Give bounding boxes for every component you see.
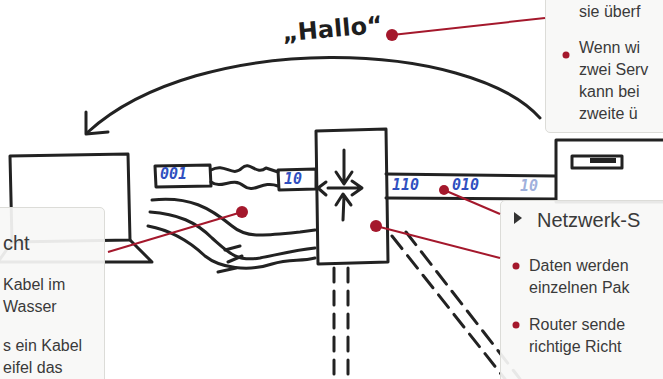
panel-heading: cht (3, 230, 95, 256)
hallo-text: „Hallo“ (281, 12, 384, 47)
leader-line (108, 212, 242, 252)
cable-band (386, 174, 555, 199)
panel-text: sie überf (579, 1, 663, 23)
bit-string: 001 (160, 166, 187, 183)
panel-text: s ein Kabel eifel das (3, 335, 95, 379)
panel-text: Kabel im Wasser (3, 274, 95, 318)
dashed-cable (334, 268, 348, 379)
leader-dot (370, 220, 382, 232)
arrow-head (86, 112, 108, 134)
leader-dot (386, 29, 398, 41)
router-box (316, 129, 388, 264)
wire-frays (218, 246, 242, 272)
message-arrow (88, 57, 540, 132)
leader-dot (439, 185, 449, 195)
cable-band (278, 169, 316, 190)
wire (211, 166, 278, 172)
leader-dot (236, 206, 248, 218)
leader-line (376, 226, 500, 258)
panel-text: Router sende richtige Richt (529, 314, 661, 358)
panel-text: Wenn wi zwei Serv kann bei zweite ü (579, 37, 659, 125)
panel-heading: Netzwerk-S (537, 207, 663, 233)
bit-string: 10 (284, 171, 302, 188)
cable-band (155, 165, 211, 187)
server-slot (572, 156, 622, 168)
bit-string: 110 (392, 177, 419, 194)
note-panel: chtKabel im Wasser s ein Kabel eifel das (0, 207, 105, 379)
note-panel: sie überfWenn wi zwei Serv kann bei zwei… (545, 0, 663, 133)
note-panel: Netzwerk-S Daten werden einzelnen PakRout… (500, 200, 663, 379)
router-arrow (318, 182, 326, 195)
bit-string: 010 (452, 177, 479, 194)
router-arrow (328, 181, 362, 195)
bit-string: 10 (520, 178, 538, 195)
leader-line (392, 18, 545, 35)
server-box (556, 140, 663, 202)
server-led (590, 158, 616, 163)
wire (211, 182, 278, 189)
router-arrow (336, 150, 352, 184)
router-arrow (336, 194, 351, 220)
panel-text: Daten werden einzelnen Pak (529, 255, 661, 299)
